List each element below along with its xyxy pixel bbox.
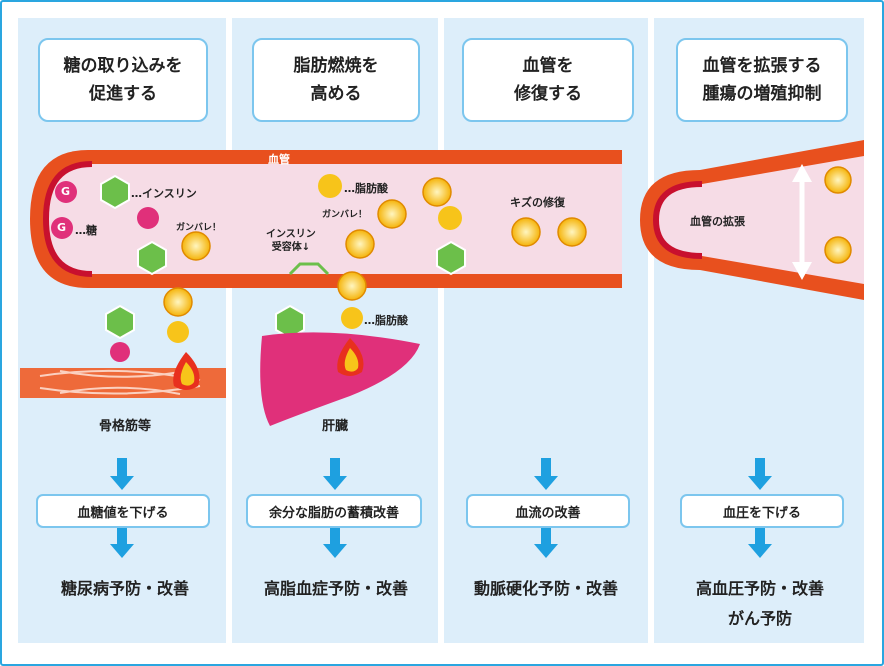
header-vessel-dilation: 血管を拡張する 腫瘍の増殖抑制 — [676, 38, 848, 122]
flame-icons — [173, 338, 364, 390]
adiponectin-characters — [163, 166, 852, 317]
muscle-label: 骨格筋等 — [98, 419, 151, 434]
result-pressure: 血圧を下げる — [680, 494, 844, 528]
fatty-acid-molecules — [167, 174, 462, 343]
insulin-receptor-icon — [288, 262, 330, 276]
cheer-label-1: ガンバレ！ — [176, 223, 222, 233]
header-sugar-uptake: 糖の取り込みを 促進する — [38, 38, 208, 122]
insulin-molecules — [100, 174, 466, 340]
flow-arrows — [110, 458, 772, 558]
cheer-label-2: ガンバレ！ — [322, 210, 368, 220]
header-fat-burning: 脂肪燃焼を 高める — [252, 38, 420, 122]
vessel-label: 血管 — [268, 153, 290, 166]
outcome-hyperlipidemia: 高脂血症予防・改善 — [263, 579, 408, 598]
result-bloodflow: 血流の改善 — [466, 494, 630, 528]
dilation-label: 血管の拡張 — [690, 215, 745, 228]
insulin-label: …インスリン — [131, 187, 197, 200]
outcome-hypertension-cancer: 高血圧予防・改善 がん予防 — [695, 579, 824, 628]
fat-label: …脂肪酸 — [344, 182, 388, 195]
liver-icon — [260, 332, 420, 426]
glucose-letter: G — [61, 185, 71, 198]
dilated-vessel — [640, 140, 864, 300]
receptor-label: インスリン 受容体↓ — [266, 229, 316, 253]
result-fat: 余分な脂肪の蓄積改善 — [246, 494, 422, 528]
repair-label: キズの修復 — [510, 196, 565, 209]
result-sugar: 血糖値を下げる — [36, 494, 210, 528]
glucose-letter: G — [57, 221, 67, 234]
fat-label-liver: …脂肪酸 — [364, 314, 408, 327]
outcome-arteriosclerosis: 動脈硬化予防・改善 — [473, 579, 618, 598]
header-vessel-repair: 血管を 修復する — [462, 38, 634, 122]
outcome-diabetes: 糖尿病予防・改善 — [60, 579, 189, 598]
glucose-label: …糖 — [75, 224, 97, 237]
liver-label: 肝臓 — [321, 419, 348, 434]
